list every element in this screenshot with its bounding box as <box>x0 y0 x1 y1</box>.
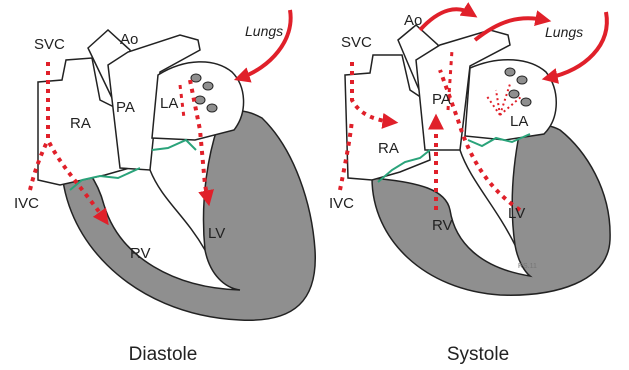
systole-label-lungs: Lungs <box>545 24 583 40</box>
systole-label-ao: Ao <box>404 12 422 29</box>
systole-lungs-arrow <box>548 12 607 78</box>
systole-pulmonary-vein <box>517 76 527 84</box>
diastole-pulmonary-vein <box>195 96 205 104</box>
diastole-pulmonary-vein <box>191 74 201 82</box>
diastole-label-ivc: IVC <box>14 195 39 212</box>
systole-pulmonary-vein <box>521 98 531 106</box>
systole-label-lv: LV <box>508 205 525 222</box>
diastole-lungs-arrow <box>240 10 291 78</box>
systole-label-la: LA <box>510 113 528 130</box>
diastole-panel: SVC IVC RA RV Ao PA LA LV Lungs Diastole <box>14 10 315 365</box>
diastole-label-svc: SVC <box>34 36 65 53</box>
systole-label-svc: SVC <box>341 34 372 51</box>
diastole-label-ra: RA <box>70 115 91 132</box>
systole-signature: RS.11 <box>518 263 537 270</box>
diastole-label-lv: LV <box>208 225 225 242</box>
systole-label-rv: RV <box>432 217 453 234</box>
diastole-label-rv: RV <box>130 245 151 262</box>
systole-label-ra: RA <box>378 140 399 157</box>
systole-ao-arrow <box>420 9 472 30</box>
systole-pulmonary-vein <box>509 90 519 98</box>
diastole-caption: Diastole <box>129 344 198 365</box>
diastole-pulmonary-vein <box>207 104 217 112</box>
diastole-label-la: LA <box>160 95 178 112</box>
diastole-pulmonary-vein <box>203 82 213 90</box>
systole-label-pa: PA <box>432 91 451 108</box>
diastole-label-pa: PA <box>116 99 135 116</box>
systole-pulmonary-vein <box>505 68 515 76</box>
systole-label-ivc: IVC <box>329 195 354 212</box>
diastole-septum <box>150 170 205 250</box>
diastole-label-ao: Ao <box>120 31 138 48</box>
systole-caption: Systole <box>447 344 509 365</box>
diastole-label-lungs: Lungs <box>245 23 283 39</box>
systole-panel: SVC IVC RA RV Ao PA LA LV Lungs RS.11 Sy… <box>329 9 610 365</box>
diastole-mitral-valve <box>152 140 196 150</box>
